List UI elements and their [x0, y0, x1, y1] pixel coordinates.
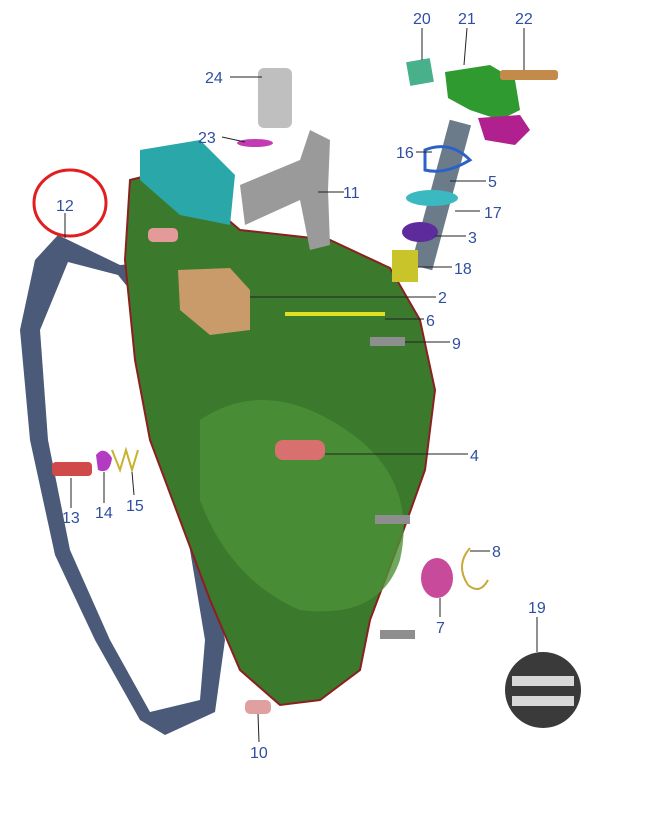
bolt-part-9[interactable] [370, 337, 405, 346]
label-10[interactable]: 10 [250, 745, 268, 762]
label-11[interactable]: 11 [343, 185, 360, 202]
clip-part-14[interactable] [96, 450, 112, 472]
label-21[interactable]: 21 [458, 11, 476, 28]
spring-part-15[interactable] [111, 446, 139, 474]
dowel-upper [148, 228, 178, 242]
label-20[interactable]: 20 [413, 11, 431, 28]
bushing-part-18[interactable] [392, 250, 418, 282]
label-14[interactable]: 14 [95, 505, 113, 522]
label-6[interactable]: 6 [426, 313, 435, 330]
highlight-circle [32, 168, 108, 238]
label-23[interactable]: 23 [198, 130, 216, 147]
oring-part-23[interactable] [237, 139, 273, 147]
dowel-part-4[interactable] [275, 440, 325, 460]
bracket-part-11[interactable] [240, 130, 330, 250]
bolt-lower-2 [380, 630, 415, 639]
label-19[interactable]: 19 [528, 600, 546, 617]
spring-part-16[interactable] [423, 145, 473, 173]
label-13[interactable]: 13 [62, 510, 80, 527]
pin-part-6[interactable] [285, 312, 385, 316]
cap-part-19[interactable] [505, 652, 581, 728]
label-15[interactable]: 15 [126, 498, 144, 515]
seal-part-3[interactable] [402, 222, 438, 242]
seal-part-7[interactable] [421, 558, 453, 598]
teal-housing [140, 140, 235, 225]
washer-part-17[interactable] [406, 190, 458, 206]
plug-part-13[interactable] [52, 462, 92, 476]
dowel-part-10[interactable] [245, 700, 271, 714]
label-24[interactable]: 24 [205, 70, 223, 87]
label-17[interactable]: 17 [484, 205, 502, 222]
label-18[interactable]: 18 [454, 261, 472, 278]
label-3[interactable]: 3 [468, 230, 477, 247]
circlip-part-8[interactable] [461, 547, 489, 590]
label-5[interactable]: 5 [488, 174, 497, 191]
label-9[interactable]: 9 [452, 336, 461, 353]
label-22[interactable]: 22 [515, 11, 533, 28]
label-8[interactable]: 8 [492, 544, 501, 561]
cover-dome [200, 400, 404, 612]
nut-part-20[interactable] [406, 58, 434, 86]
bolt-lower-1 [375, 515, 410, 524]
label-7[interactable]: 7 [436, 620, 445, 637]
clamp-magenta [478, 115, 530, 145]
label-12[interactable]: 12 [56, 198, 74, 215]
part-labels: 20 21 22 24 23 16 11 5 17 12 3 18 2 6 9 … [56, 11, 546, 762]
connector-part-2[interactable] [178, 268, 250, 335]
plug-part-24[interactable] [258, 68, 292, 128]
label-16[interactable]: 16 [396, 145, 414, 162]
cap-stripe-2 [512, 696, 574, 706]
leader-lines [64, 27, 538, 743]
label-2[interactable]: 2 [438, 290, 447, 307]
bolt-part-22[interactable] [500, 70, 558, 80]
label-4[interactable]: 4 [470, 448, 479, 465]
cap-stripe-1 [512, 676, 574, 686]
